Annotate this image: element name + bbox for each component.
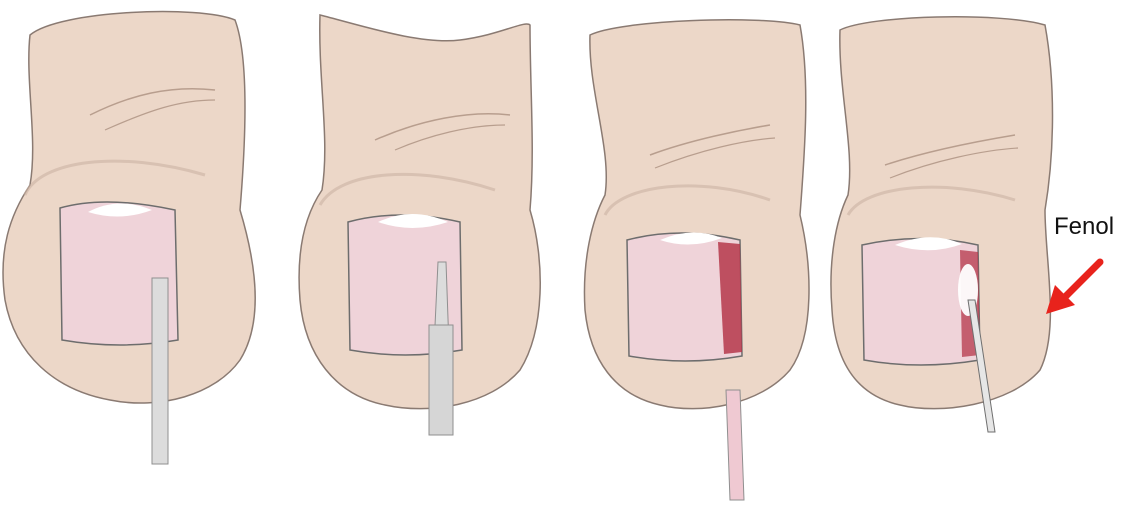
step-4-panel bbox=[831, 17, 1053, 432]
fenol-label: Fenol bbox=[1054, 213, 1114, 240]
step-1-panel bbox=[3, 12, 255, 464]
spatula-instrument bbox=[152, 278, 168, 464]
step-2-panel bbox=[299, 15, 540, 435]
removed-nail-strip bbox=[726, 390, 744, 500]
nail bbox=[627, 232, 742, 361]
step-3-panel bbox=[584, 20, 809, 500]
nail bbox=[862, 237, 980, 365]
phenol-annotation: Fenol bbox=[1046, 213, 1114, 314]
red-arrow-icon bbox=[1046, 262, 1100, 314]
